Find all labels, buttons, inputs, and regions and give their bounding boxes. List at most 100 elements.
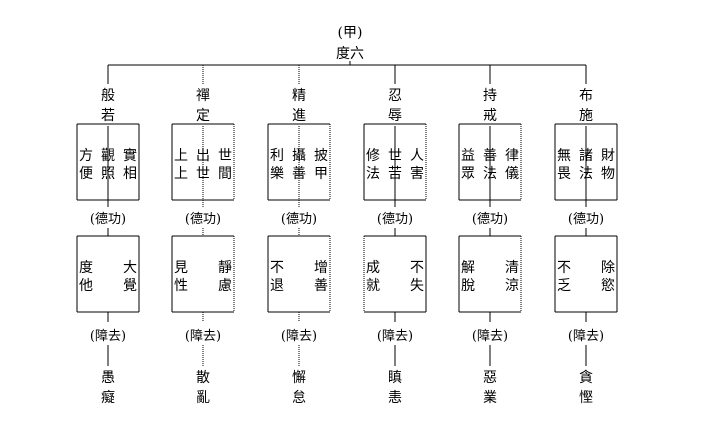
- branch-1-item-3-char-2: 相: [123, 166, 137, 182]
- branch-4-item-1-char-2: 法: [366, 166, 380, 182]
- branch-5-name-char-2: 戒: [483, 108, 497, 124]
- branch-2-obstacle-label: (障去): [185, 329, 221, 344]
- branch-6-merit-2-char-1: 除: [601, 260, 615, 276]
- branch-2-item-2-char-2: 世: [196, 166, 210, 182]
- branch-3-item-1-char-1: 利: [270, 148, 284, 164]
- branch-4-obstacle-label: (障去): [377, 329, 413, 344]
- branch-3-obstacle-char-1: 懈: [292, 369, 306, 386]
- branch-1-merit-2-char-2: 覺: [123, 278, 137, 294]
- branch-2-merit-1-char-2: 性: [174, 278, 188, 294]
- branch-1-item-1-char-1: 方: [79, 148, 93, 164]
- branch-5-obstacle-char-1: 惡: [483, 370, 497, 386]
- branch-6-merit-label: (德功): [568, 212, 604, 227]
- branch-1-merit-label: (德功): [90, 212, 126, 227]
- branch-2-merit-2-char-2: 慮: [218, 278, 232, 294]
- branch-4-name-char-1: 忍: [388, 88, 402, 104]
- branch-3-item-3-char-2: 甲: [314, 166, 328, 182]
- branch-4-item-2-char-2: 苦: [388, 166, 402, 182]
- branch-3-name-char-2: 進: [292, 108, 306, 124]
- branch-4-name-char-2: 辱: [388, 108, 402, 124]
- branch-3-obstacle-char-2: 怠: [292, 390, 306, 406]
- branch-6-name-char-1: 布: [579, 88, 593, 104]
- branch-1-merit-2-char-1: 大: [123, 260, 137, 276]
- branch-2-obstacle-char-2: 亂: [196, 390, 210, 406]
- branch-6-merit-1-char-1: 不: [557, 260, 571, 276]
- branch-4-obstacle-char-1: 瞋: [388, 370, 402, 386]
- branch-5-item-2-char-2: 法: [483, 166, 497, 182]
- branch-6-item-3-char-1: 財: [601, 148, 615, 164]
- connector-lines: [76, 61, 618, 366]
- branch-1-name-char-1: 般: [101, 88, 115, 104]
- branch-4-item-2-char-1: 世: [388, 148, 402, 164]
- branch-5-obstacle-label: (障去): [472, 329, 508, 344]
- branch-1-merit-1-char-2: 他: [79, 278, 93, 294]
- branch-3-merit-1-char-2: 退: [270, 278, 284, 294]
- branch-2-name-char-1: 禪: [196, 88, 210, 104]
- branch-1-name-char-2: 若: [101, 108, 115, 124]
- branch-3-merit-1-char-1: 不: [270, 260, 284, 276]
- root-label-line1: (甲): [338, 25, 363, 41]
- branch-2-name-char-2: 定: [196, 108, 210, 124]
- branch-6-item-2-char-1: 諸: [579, 148, 593, 164]
- branch-1-obstacle-char-2: 癡: [101, 389, 115, 406]
- branch-6-name-char-2: 施: [579, 108, 593, 124]
- branch-6-item-2-char-2: 法: [579, 166, 593, 182]
- diagram-labels: (甲) 度六 般若方便觀照實相(德功)度他大覺(障去)愚癡禪定上上出世世間(德功…: [79, 25, 615, 406]
- branch-2-merit-2-char-1: 靜: [218, 260, 232, 276]
- branch-4-item-1-char-1: 修: [366, 148, 380, 164]
- branch-5-name-char-1: 持: [483, 88, 497, 104]
- branch-5-merit-label: (德功): [472, 212, 508, 227]
- branch-1-item-2-char-1: 觀: [101, 148, 115, 164]
- branch-2-item-1-char-1: 上: [174, 148, 188, 164]
- branch-3-item-3-char-1: 披: [314, 148, 328, 164]
- branch-3-merit-label: (德功): [281, 212, 317, 227]
- branch-4-merit-1-char-1: 成: [366, 260, 380, 276]
- branch-6-obstacle-label: (障去): [568, 329, 604, 344]
- branch-4-obstacle-char-2: 恚: [388, 390, 402, 406]
- branch-4-merit-2-char-2: 失: [410, 278, 424, 294]
- branch-1-merit-1-char-1: 度: [79, 260, 93, 276]
- branch-2-item-2-char-1: 出: [196, 148, 210, 164]
- root-label-line2: 度六: [336, 46, 364, 62]
- branch-2-item-3-char-2: 間: [218, 166, 232, 182]
- branch-6-item-1-char-2: 畏: [557, 166, 571, 182]
- branch-6-item-3-char-2: 物: [601, 166, 615, 182]
- branch-6-obstacle-char-2: 慳: [579, 390, 593, 406]
- branch-2-item-3-char-1: 世: [218, 148, 232, 164]
- branch-3-name-char-1: 精: [292, 88, 306, 104]
- branch-3-item-1-char-2: 樂: [270, 165, 284, 182]
- branch-4-item-3-char-1: 人: [410, 148, 424, 164]
- branch-6-merit-1-char-2: 乏: [557, 278, 571, 294]
- branch-1-obstacle-char-1: 愚: [101, 370, 115, 386]
- branch-4-item-3-char-2: 害: [410, 166, 424, 182]
- branch-5-merit-2-char-1: 清: [505, 260, 519, 276]
- branch-5-merit-2-char-2: 涼: [505, 278, 519, 294]
- branch-5-obstacle-char-2: 業: [483, 390, 497, 406]
- branch-4-merit-label: (德功): [377, 212, 413, 227]
- branch-5-item-1-char-1: 益: [461, 148, 475, 164]
- branch-2-merit-label: (德功): [185, 212, 221, 227]
- branch-5-merit-1-char-2: 脫: [461, 278, 475, 294]
- branch-3-obstacle-label: (障去): [281, 329, 317, 344]
- branch-5-item-2-char-1: 善: [483, 148, 497, 164]
- branch-6-merit-2-char-2: 慾: [601, 278, 615, 294]
- branch-2-merit-1-char-1: 見: [174, 260, 188, 276]
- branch-3-item-2-char-1: 攝: [292, 148, 306, 164]
- branch-1-obstacle-label: (障去): [90, 329, 126, 344]
- branch-5-item-3-char-1: 律: [505, 148, 519, 164]
- branch-6-obstacle-char-1: 貪: [579, 369, 593, 386]
- branch-3-merit-2-char-1: 增: [314, 260, 328, 276]
- branch-3-item-2-char-2: 善: [292, 166, 306, 182]
- branch-3-merit-2-char-2: 善: [314, 278, 328, 294]
- branch-1-item-2-char-2: 照: [101, 166, 115, 182]
- branch-4-merit-2-char-1: 不: [410, 260, 424, 276]
- branch-4-merit-1-char-2: 就: [366, 278, 380, 294]
- branch-2-item-1-char-2: 上: [174, 166, 188, 182]
- branch-5-merit-1-char-1: 解: [461, 260, 475, 276]
- branch-6-item-1-char-1: 無: [557, 148, 571, 164]
- branch-2-obstacle-char-1: 散: [196, 370, 210, 386]
- branch-1-item-1-char-2: 便: [79, 166, 93, 182]
- branch-5-item-3-char-2: 儀: [505, 166, 519, 182]
- branch-5-item-1-char-2: 眾: [461, 166, 475, 182]
